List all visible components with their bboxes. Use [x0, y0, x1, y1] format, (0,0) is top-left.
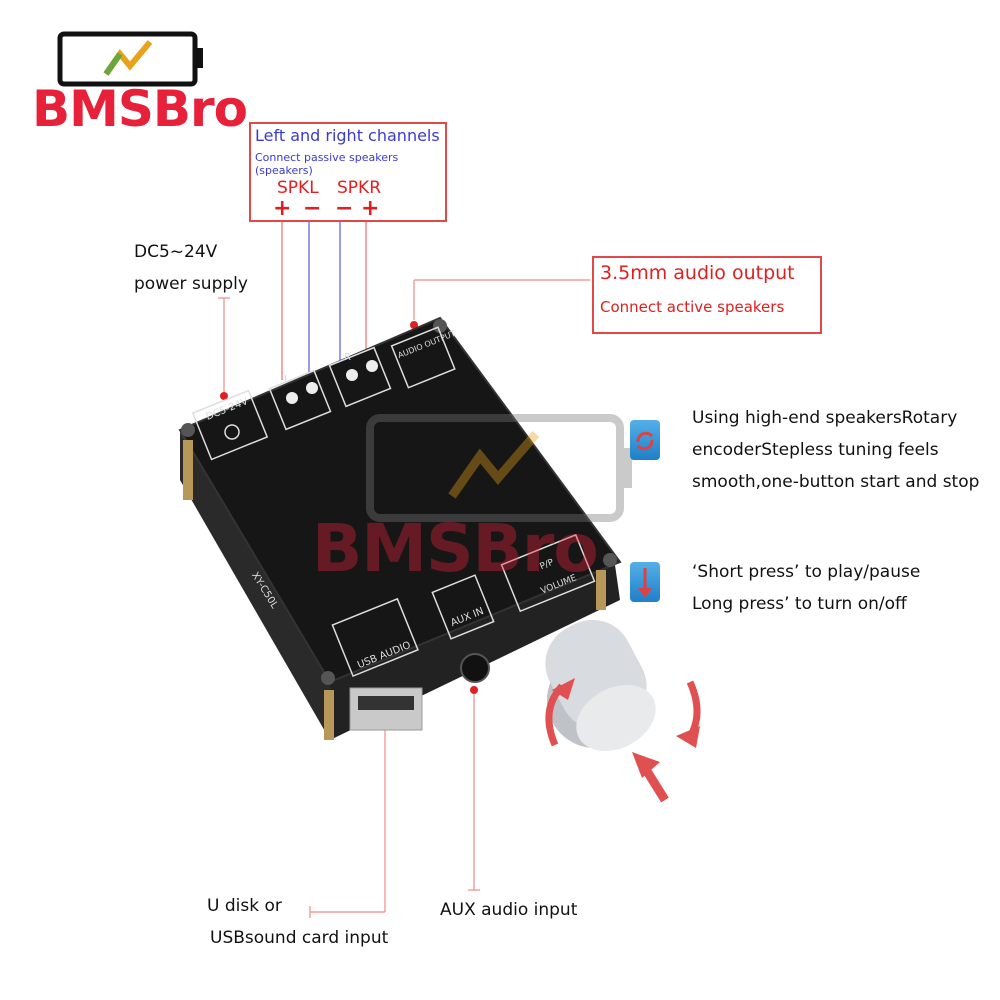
watermark: BMSBro: [312, 412, 682, 612]
board-spk-r: R: [344, 352, 351, 363]
encoder-note-line2: encoderStepless tuning feels: [692, 440, 939, 460]
aux-note-line1: AUX audio input: [440, 900, 578, 920]
rotate-icon: [630, 420, 660, 460]
spkr-plus: +: [361, 196, 380, 221]
brand-name: BMSBro: [32, 80, 248, 138]
audio-output-title: 3.5mm audio output: [600, 262, 795, 284]
watermark-text: BMSBro: [312, 510, 599, 587]
speaker-box-title: Left and right channels: [255, 126, 440, 145]
audio-output-box: 3.5mm audio output Connect active speake…: [592, 256, 822, 334]
spkl-plus: +: [273, 196, 292, 221]
audio-output-subtitle: Connect active speakers: [600, 298, 785, 316]
press-note-line1: ‘Short press’ to play/pause: [692, 562, 921, 582]
speaker-box-subtitle: Connect passive speakers (speakers): [255, 151, 399, 177]
board-spk-l: L: [284, 374, 290, 385]
power-line2: power supply: [134, 274, 248, 294]
speaker-channels-box: Left and right channels Connect passive …: [249, 122, 447, 222]
encoder-note-line1: Using high-end speakersRotary: [692, 408, 958, 428]
usb-note-line2: USBsound card input: [210, 928, 389, 948]
spkr-label: SPKR: [337, 178, 382, 198]
spkl-label: SPKL: [277, 178, 319, 198]
press-note-line2: Long press’ to turn on/off: [692, 594, 907, 614]
usb-note-line1: U disk or: [207, 896, 282, 916]
press-down-icon: [630, 562, 660, 602]
battery-icon: [57, 31, 203, 87]
spkl-minus: −: [303, 196, 322, 221]
spkr-minus: −: [335, 196, 354, 221]
encoder-note-line3: smooth,one-button start and stop: [692, 472, 980, 492]
watermark-battery-icon: [366, 414, 632, 522]
brand-logo: BMSBro: [28, 30, 248, 138]
power-line1: DC5~24V: [134, 242, 218, 262]
